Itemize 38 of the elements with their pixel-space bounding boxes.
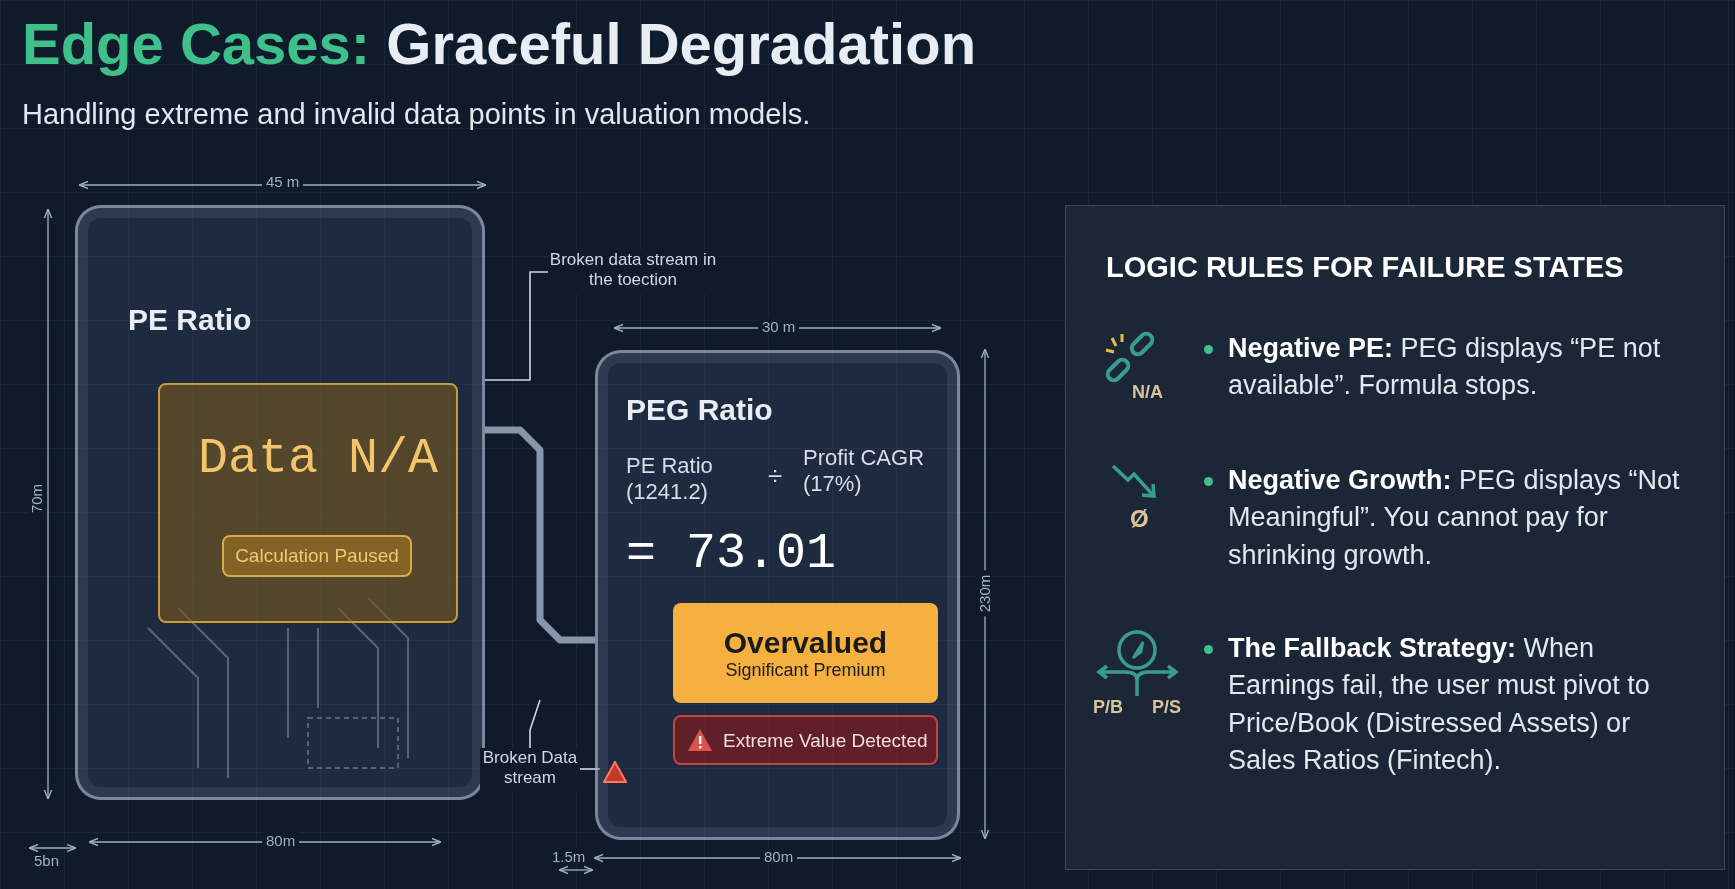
dimension-label: 230m	[976, 570, 994, 617]
subtitle: Handling extreme and invalid data points in valuation models.	[22, 98, 811, 131]
display-panel	[158, 383, 458, 623]
result-value: = 73.01	[626, 525, 837, 582]
device-panel	[75, 205, 485, 800]
leader-line	[579, 768, 601, 770]
icon-label: Ø	[1130, 505, 1149, 533]
alert-heading: Overvalued	[723, 625, 888, 660]
icon-label: P/S	[1152, 697, 1181, 718]
callout-text: Broken data stream in the toection	[548, 250, 718, 294]
icon-label: N/A	[1132, 382, 1163, 403]
formula-term: Profit CAGR (17%)	[803, 445, 926, 498]
cable	[485, 426, 595, 644]
division-sign: ÷	[768, 461, 783, 492]
dimension-label: 80m	[262, 832, 300, 849]
leader-line	[484, 271, 549, 381]
device-label: PE Ratio	[128, 303, 252, 337]
alert-subtext: Significant Premium	[725, 659, 886, 681]
rule-text: The Fallback Strategy: When Earnings fail, the user must pivot to Price/Book (Distressed Assets) or Sales Ratios (Fintech).	[1228, 632, 1651, 777]
icon-label: P/B	[1093, 697, 1123, 718]
dimension-label: 30 m	[758, 318, 800, 335]
warning-text: Extreme Value Detected	[723, 730, 928, 752]
rule-text: Negative PE: PEG displays “PE not available”. Formula stops.	[1228, 332, 1662, 403]
rule-text: Negative Growth: PEG displays “Not Meaningful”. You cannot pay for shrinking growth.	[1228, 464, 1681, 572]
panel-heading: LOGIC RULES FOR FAILURE STATES	[1106, 251, 1624, 284]
dimension-label: 80m	[760, 848, 798, 865]
callout-text: Broken Data stream	[480, 748, 580, 792]
status-pill: Calculation Paused	[222, 535, 412, 577]
warning-bar	[673, 715, 938, 765]
formula-term: PE Ratio (1241.2)	[626, 453, 714, 506]
alert-box	[673, 603, 938, 703]
leader-line	[529, 699, 541, 749]
status-text: Data N/A	[198, 430, 439, 487]
title: Edge Cases: Graceful Degradation	[22, 10, 977, 77]
rules-panel	[1065, 205, 1725, 870]
device-panel	[595, 350, 960, 840]
device-label: PEG Ratio	[626, 393, 773, 427]
warning-light-icon	[603, 761, 627, 783]
